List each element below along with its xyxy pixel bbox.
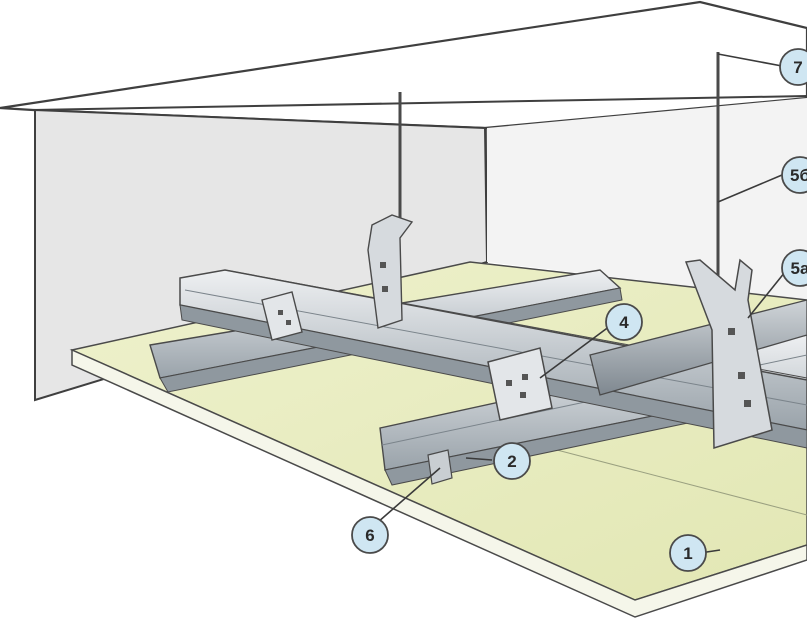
callout-circle [605,303,643,341]
callout-circle [493,442,531,480]
connector-clip [427,449,453,485]
callout-label: 1 [683,544,692,563]
callout-circle [779,48,807,86]
callout-label: 6 [365,526,374,545]
ceiling-line [32,95,807,111]
hanger-right [684,52,773,450]
callout-label: 2 [507,452,516,471]
callout-label: 4 [619,313,629,332]
callout-2: 2 [493,442,531,480]
callout-circle [781,249,807,287]
callout-5b: 5б [781,156,807,194]
bracket-center [487,347,553,421]
callout-layer: 1 2 4 5a 5б 6 7 [351,48,807,572]
callout-circle [351,516,389,554]
callout-6: 6 [351,516,389,554]
callout-circle [781,156,807,194]
callout-circle [669,534,707,572]
callout-7: 7 [779,48,807,86]
callout-1: 1 [669,534,707,572]
leader-lines [377,53,786,554]
plasterboard-edge [71,348,807,618]
callout-5a: 5a [781,249,807,287]
callout-label: 5a [791,259,807,278]
hanger-left [367,92,414,329]
callout-label: 7 [793,58,802,77]
callout-label: 5б [790,166,807,185]
right-wall [487,98,807,300]
bracket-left [261,291,303,341]
callout-4: 4 [605,303,643,341]
